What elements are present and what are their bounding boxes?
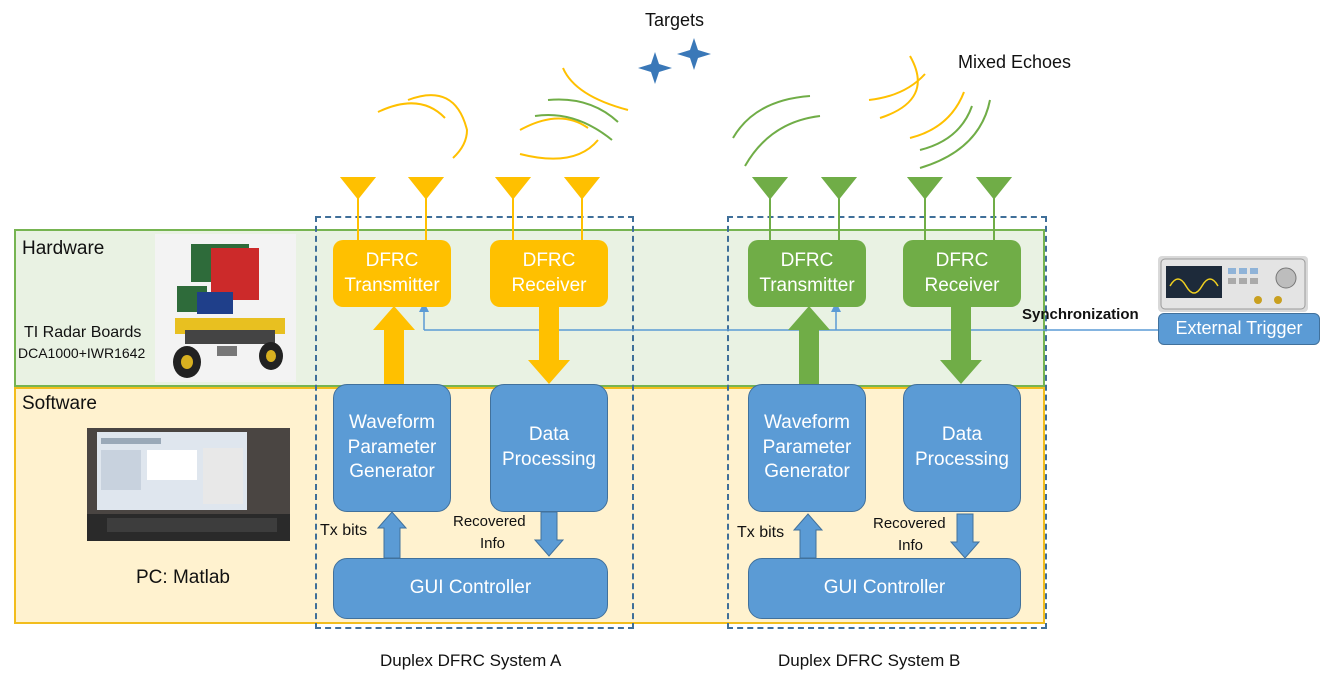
- system-b-tx-bits-label: Tx bits: [737, 524, 785, 541]
- radar-boards-photo: [155, 234, 296, 382]
- echo-wave: [868, 73, 926, 101]
- waveform-line-3: Generator: [349, 461, 435, 483]
- waveform-line-2: Parameter: [762, 436, 852, 458]
- echo-wave: [562, 67, 629, 111]
- hardware-band-label: Hardware: [22, 238, 105, 259]
- antenna-icon: [906, 177, 944, 200]
- antenna-icon: [563, 177, 601, 200]
- arrow-up-icon: [376, 511, 408, 559]
- sync-arrow-icon: [419, 302, 429, 312]
- arrow-up-icon: [373, 306, 415, 386]
- radar-boards-model-label: DCA1000+IWR1642: [18, 345, 146, 361]
- arrow-down-icon: [528, 306, 570, 384]
- waveform-line-3: Generator: [764, 461, 850, 483]
- system-b-gui-controller: GUI Controller: [748, 558, 1021, 619]
- waveform-line-1: Waveform: [349, 411, 435, 433]
- system-b-title: Duplex DFRC System B: [778, 651, 961, 670]
- receiver-line-2: Receiver: [511, 274, 587, 296]
- mixed-echoes-label: Mixed Echoes: [958, 52, 1072, 72]
- receiver-line-2: Receiver: [924, 274, 1000, 296]
- antenna-icon: [820, 177, 858, 200]
- arrow-up-icon: [788, 306, 830, 386]
- processing-line-1: Data: [528, 424, 570, 446]
- antenna-icon: [407, 177, 445, 200]
- target-star-icon: [638, 52, 672, 84]
- echo-wave: [547, 98, 619, 123]
- system-a-recovered-label: Recovered: [453, 513, 526, 530]
- pc-matlab-photo: [87, 428, 290, 541]
- signal-generator-photo: [1158, 256, 1308, 312]
- echo-wave: [879, 55, 919, 119]
- echo-wave: [919, 99, 991, 169]
- receiver-line-1: DFRC: [935, 249, 989, 271]
- arrow-down-icon: [940, 306, 982, 384]
- echo-wave: [377, 102, 446, 119]
- waveform-line-1: Waveform: [764, 411, 850, 433]
- pc-matlab-label: PC: Matlab: [136, 567, 230, 588]
- echo-wave: [744, 115, 821, 167]
- sync-arrow-icon: [831, 302, 841, 312]
- antenna-icon: [494, 177, 532, 200]
- external-trigger-box: External Trigger: [1158, 313, 1320, 345]
- synchronization-label: Synchronization: [1022, 306, 1139, 323]
- arrow-down-icon: [533, 511, 565, 557]
- processing-line-1: Data: [941, 424, 983, 446]
- echo-wave: [519, 139, 599, 160]
- echo-wave: [919, 105, 973, 151]
- echo-wave: [519, 117, 589, 131]
- external-trigger-label: External Trigger: [1175, 318, 1303, 339]
- system-a-receiver: DFRC Receiver: [490, 240, 608, 307]
- receiver-line-1: DFRC: [522, 249, 576, 271]
- arrow-up-icon: [792, 513, 824, 559]
- system-b-receiver: DFRC Receiver: [903, 240, 1021, 307]
- system-a-transmitter: DFRC Transmitter: [333, 240, 451, 307]
- echo-wave: [909, 91, 965, 139]
- echo-wave: [407, 94, 469, 159]
- system-a-tx-bits-label: Tx bits: [320, 522, 368, 539]
- system-b-info-label: Info: [898, 537, 924, 554]
- processing-line-2: Processing: [915, 449, 1009, 470]
- target-star-icon: [677, 38, 711, 70]
- antenna-icon: [975, 177, 1013, 200]
- antenna-icon: [751, 177, 789, 200]
- echo-wave: [732, 95, 811, 139]
- transmitter-line-2: Transmitter: [344, 274, 440, 296]
- gui-controller-label: GUI Controller: [409, 577, 532, 599]
- system-a-gui-controller: GUI Controller: [333, 558, 608, 619]
- system-a-outline: [315, 216, 634, 629]
- gui-controller-label: GUI Controller: [823, 577, 946, 599]
- transmitter-line-1: DFRC: [780, 249, 834, 271]
- processing-line-2: Processing: [502, 449, 596, 470]
- system-a-info-label: Info: [480, 535, 506, 552]
- transmitter-line-2: Transmitter: [759, 274, 855, 296]
- system-a-title: Duplex DFRC System A: [380, 651, 562, 670]
- radar-boards-label: TI Radar Boards: [24, 324, 142, 341]
- system-b-outline: [727, 216, 1047, 629]
- targets-label: Targets: [645, 10, 705, 30]
- system-b-transmitter: DFRC Transmitter: [748, 240, 866, 307]
- arrow-down-icon: [949, 513, 981, 559]
- transmitter-line-1: DFRC: [365, 249, 419, 271]
- echo-wave: [534, 114, 613, 141]
- waveform-line-2: Parameter: [347, 436, 437, 458]
- software-band-label: Software: [22, 393, 97, 414]
- system-b-recovered-label: Recovered: [873, 515, 946, 532]
- antenna-icon: [339, 177, 377, 200]
